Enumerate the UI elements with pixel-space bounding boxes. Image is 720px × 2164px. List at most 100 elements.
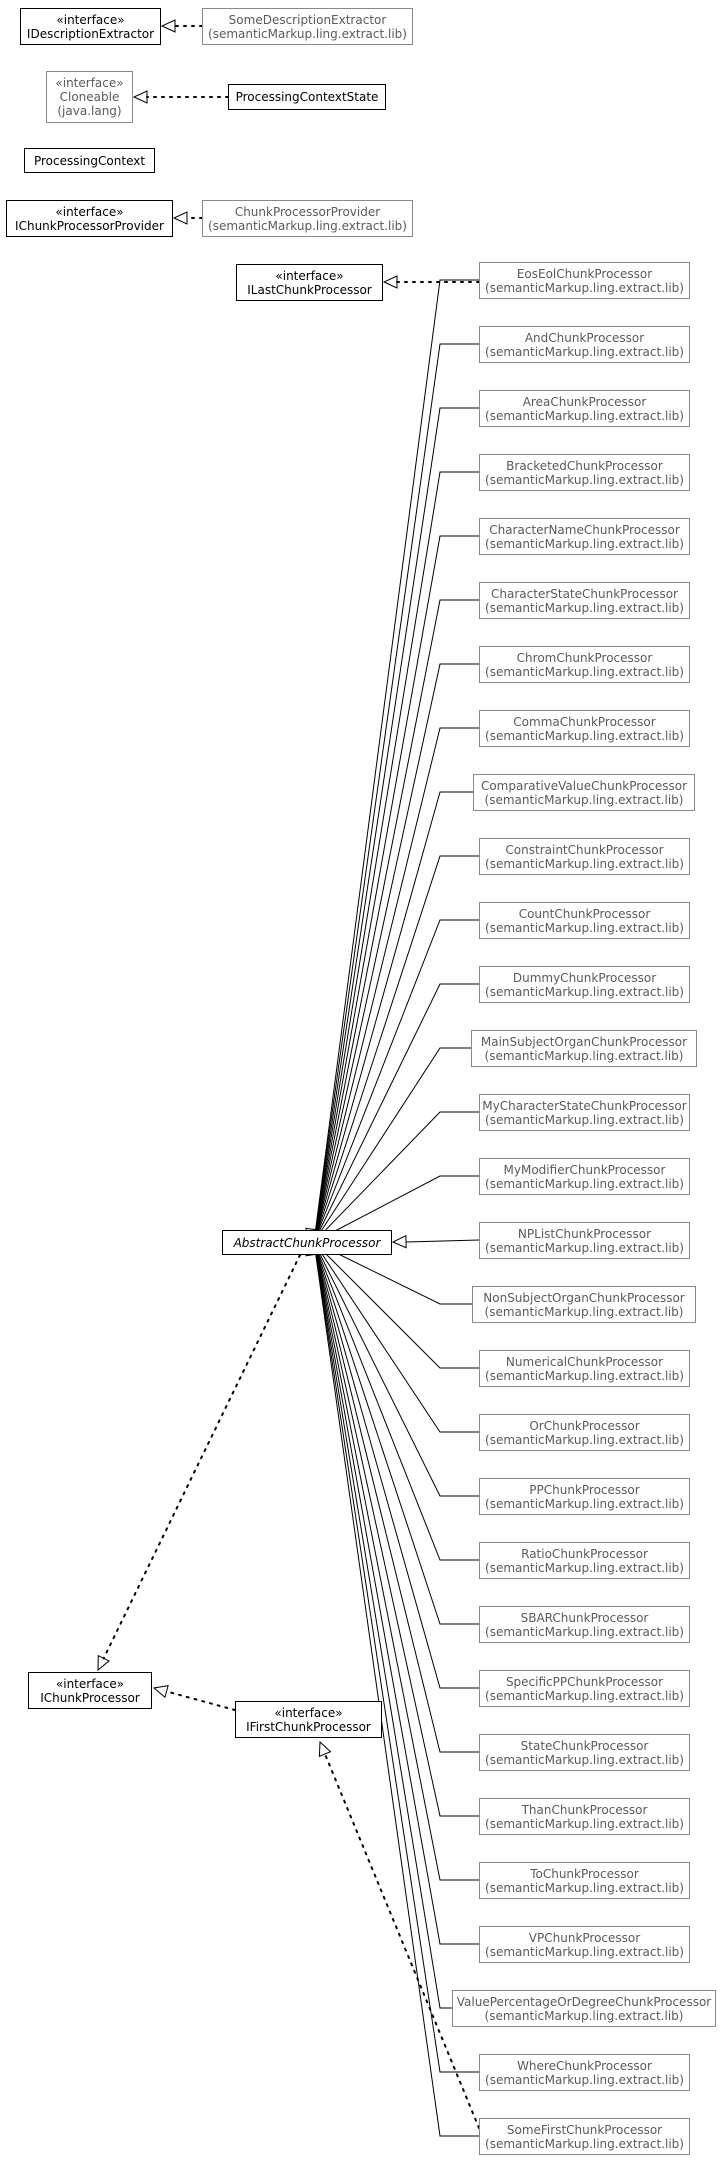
- processor-node[interactable]: SomeFirstChunkProcessor(semanticMarkup.l…: [479, 2118, 690, 2155]
- package-label: (semanticMarkup.ling.extract.lib): [485, 728, 684, 743]
- generalization-edge: [313, 1241, 479, 1561]
- package-label: (semanticMarkup.ling.extract.lib): [484, 1304, 684, 1319]
- class-name: SpecificPPChunkProcessor: [505, 1674, 664, 1689]
- processor-node[interactable]: AreaChunkProcessor(semanticMarkup.ling.e…: [479, 390, 690, 427]
- generalization-edge: [313, 1241, 479, 2137]
- generalization-edge: [313, 1241, 479, 1625]
- processor-node[interactable]: NonSubjectOrganChunkProcessor(semanticMa…: [472, 1286, 696, 1323]
- processor-node[interactable]: EosEolChunkProcessor(semanticMarkup.ling…: [479, 262, 690, 299]
- i-first-chunk-processor-node[interactable]: «interface» IFirstChunkProcessor: [235, 1701, 382, 1738]
- generalization-arrowhead: [391, 1234, 407, 1249]
- processor-node[interactable]: NPListChunkProcessor(semanticMarkup.ling…: [479, 1222, 690, 1259]
- processor-node[interactable]: CommaChunkProcessor(semanticMarkup.ling.…: [479, 710, 690, 747]
- class-name: WhereChunkProcessor: [517, 2058, 652, 2073]
- processing-context-state-node[interactable]: ProcessingContextState: [228, 84, 386, 110]
- processor-node[interactable]: WhereChunkProcessor(semanticMarkup.ling.…: [479, 2054, 690, 2091]
- class-name: SomeFirstChunkProcessor: [506, 2122, 663, 2137]
- package-label: (semanticMarkup.ling.extract.lib): [485, 472, 684, 487]
- generalization-edge: [313, 983, 479, 1243]
- class-name: CharacterNameChunkProcessor: [489, 522, 680, 537]
- class-name: Cloneable: [59, 90, 120, 104]
- class-name: ProcessingContext: [33, 153, 146, 168]
- realization-edge-arrowhead: [382, 275, 398, 289]
- class-name: MyModifierChunkProcessor: [503, 1162, 666, 1177]
- generalization-edge: [313, 1047, 471, 1243]
- package-label: (semanticMarkup.ling.extract.lib): [484, 2008, 684, 2023]
- generalization-edge: [313, 1241, 479, 1497]
- realization-edge-arrowhead: [132, 90, 148, 104]
- realization-edge-arrowhead: [152, 1684, 169, 1699]
- processor-node[interactable]: OrChunkProcessor(semanticMarkup.ling.ext…: [479, 1414, 690, 1451]
- processor-node[interactable]: CountChunkProcessor(semanticMarkup.ling.…: [479, 902, 690, 939]
- package-label: (semanticMarkup.ling.extract.lib): [485, 536, 684, 551]
- processor-node[interactable]: ChromChunkProcessor(semanticMarkup.ling.…: [479, 646, 690, 683]
- processor-node[interactable]: ConstraintChunkProcessor(semanticMarkup.…: [479, 838, 690, 875]
- generalization-edge: [313, 663, 479, 1243]
- processor-node[interactable]: DummyChunkProcessor(semanticMarkup.ling.…: [479, 966, 690, 1003]
- class-name: ComparativeValueChunkProcessor: [480, 778, 688, 793]
- processor-node[interactable]: SBARChunkProcessor(semanticMarkup.ling.e…: [479, 1606, 690, 1643]
- processor-node[interactable]: PPChunkProcessor(semanticMarkup.ling.ext…: [479, 1478, 690, 1515]
- generalization-edge: [313, 1241, 479, 1945]
- class-name: MyCharacterStateChunkProcessor: [482, 1098, 687, 1113]
- processor-node[interactable]: ThanChunkProcessor(semanticMarkup.ling.e…: [479, 1798, 690, 1835]
- generalization-edge: [313, 855, 479, 1243]
- realization-edge-arrowhead: [172, 211, 188, 225]
- processor-node[interactable]: NumericalChunkProcessor(semanticMarkup.l…: [479, 1350, 690, 1387]
- processor-node[interactable]: MyCharacterStateChunkProcessor(semanticM…: [479, 1094, 690, 1131]
- generalization-edge: [313, 1241, 479, 1369]
- processor-node[interactable]: MyModifierChunkProcessor(semanticMarkup.…: [479, 1158, 690, 1195]
- package-label: (semanticMarkup.ling.extract.lib): [484, 1048, 684, 1063]
- processor-node[interactable]: StateChunkProcessor(semanticMarkup.ling.…: [479, 1734, 690, 1771]
- generalization-edge: [313, 599, 479, 1243]
- i-last-chunk-processor-node[interactable]: «interface» ILastChunkProcessor: [236, 264, 383, 301]
- processor-node[interactable]: MainSubjectOrganChunkProcessor(semanticM…: [471, 1030, 697, 1067]
- class-name: VPChunkProcessor: [528, 1930, 641, 1945]
- stereotype-label: «interface»: [56, 12, 125, 27]
- class-name: ThanChunkProcessor: [521, 1802, 648, 1817]
- package-label: (semanticMarkup.ling.extract.lib): [485, 1432, 684, 1447]
- generalization-edge: [313, 535, 479, 1243]
- stereotype-label: «interface»: [55, 76, 124, 90]
- generalization-edge: [313, 279, 479, 1243]
- processing-context-node[interactable]: ProcessingContext: [24, 148, 155, 173]
- package-label: (semanticMarkup.ling.extract.lib): [485, 856, 684, 871]
- generalization-edge: [313, 1241, 479, 1881]
- processor-node[interactable]: ComparativeValueChunkProcessor(semanticM…: [473, 774, 695, 811]
- package-label: (semanticMarkup.ling.extract.lib): [485, 1688, 684, 1703]
- class-name: SBARChunkProcessor: [520, 1610, 649, 1625]
- i-chunk-processor-provider-node[interactable]: «interface» IChunkProcessorProvider: [6, 200, 173, 237]
- class-name: SomeDescriptionExtractor: [228, 12, 387, 27]
- class-name: StateChunkProcessor: [520, 1738, 649, 1753]
- processor-node[interactable]: AndChunkProcessor(semanticMarkup.ling.ex…: [479, 326, 690, 363]
- generalization-edge: [313, 791, 473, 1243]
- processor-node[interactable]: BracketedChunkProcessor(semanticMarkup.l…: [479, 454, 690, 491]
- some-description-extractor-node[interactable]: SomeDescriptionExtractor (semanticMarkup…: [202, 8, 413, 45]
- processor-node[interactable]: ToChunkProcessor(semanticMarkup.ling.ext…: [479, 1862, 690, 1899]
- class-name: EosEolChunkProcessor: [516, 266, 653, 281]
- processor-node[interactable]: SpecificPPChunkProcessor(semanticMarkup.…: [479, 1670, 690, 1707]
- class-name: AbstractChunkProcessor: [233, 1235, 381, 1250]
- processor-node[interactable]: ValuePercentageOrDegreeChunkProcessor(se…: [452, 1990, 716, 2027]
- class-name: NPListChunkProcessor: [517, 1226, 652, 1241]
- i-chunk-processor-node[interactable]: «interface» IChunkProcessor: [28, 1672, 152, 1709]
- package-label: (semanticMarkup.ling.extract.lib): [485, 1816, 684, 1831]
- chunk-processor-provider-node[interactable]: ChunkProcessorProvider (semanticMarkup.l…: [202, 200, 413, 237]
- generalization-edge: [313, 1241, 479, 2073]
- processor-node[interactable]: VPChunkProcessor(semanticMarkup.ling.ext…: [479, 1926, 690, 1963]
- package-label: (semanticMarkup.ling.extract.lib): [485, 2136, 684, 2151]
- cloneable-node[interactable]: «interface» Cloneable (java.lang): [46, 71, 133, 123]
- class-name: IChunkProcessor: [40, 1690, 140, 1705]
- class-name: NumericalChunkProcessor: [505, 1354, 664, 1369]
- processor-node[interactable]: CharacterNameChunkProcessor(semanticMark…: [479, 518, 690, 555]
- i-description-extractor-node[interactable]: «interface» IDescriptionExtractor: [20, 8, 161, 45]
- class-name: AndChunkProcessor: [524, 330, 645, 345]
- package-label: (semanticMarkup.ling.extract.lib): [485, 1944, 684, 1959]
- class-name: CountChunkProcessor: [518, 906, 651, 921]
- processor-node[interactable]: CharacterStateChunkProcessor(semanticMar…: [479, 582, 690, 619]
- processor-node[interactable]: RatioChunkProcessor(semanticMarkup.ling.…: [479, 1542, 690, 1579]
- generalization-edge: [313, 1241, 479, 1753]
- class-name: ChromChunkProcessor: [516, 650, 653, 665]
- abstract-chunk-processor-node[interactable]: AbstractChunkProcessor: [222, 1230, 392, 1255]
- generalization-edge: [313, 727, 479, 1243]
